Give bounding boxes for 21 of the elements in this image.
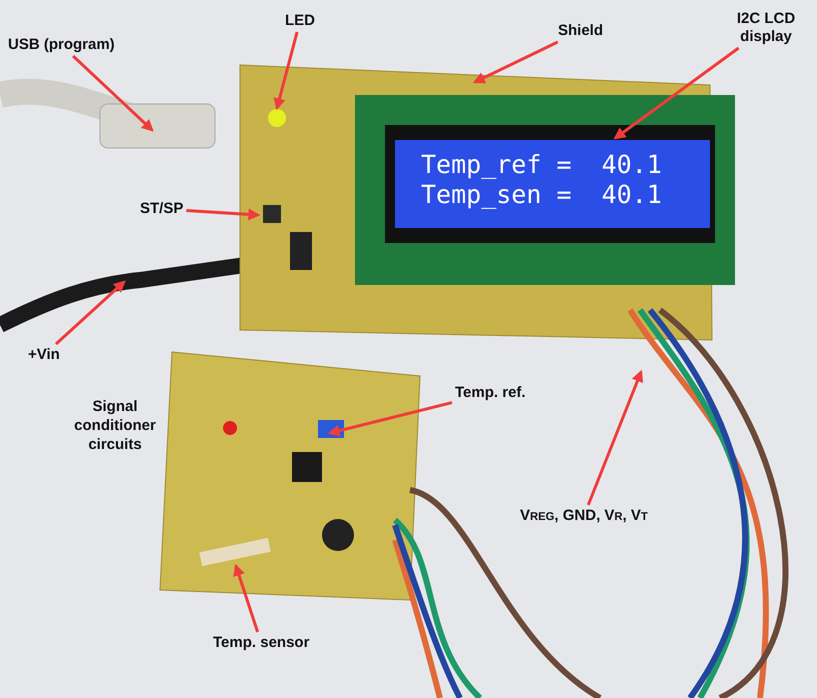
- leader-arrow: [233, 564, 260, 632]
- leader-arrow: [274, 32, 299, 110]
- leader-arrow: [472, 40, 558, 84]
- leader-arrow: [328, 401, 452, 436]
- callout-label: +Vin: [28, 346, 60, 364]
- callout-label: Temp. ref.: [455, 384, 526, 402]
- callout-label: Temp. sensor: [213, 634, 310, 652]
- leader-arrow: [586, 370, 644, 506]
- callout-label: I2C LCD display: [736, 10, 796, 46]
- leader-arrow: [614, 46, 740, 140]
- leader-arrow: [54, 280, 126, 346]
- lcd-screen: [395, 140, 710, 228]
- callout-label: USB (program): [8, 36, 115, 54]
- leader-arrow: [72, 54, 154, 132]
- callout-label: Shield: [558, 22, 604, 40]
- leader-arrow: [186, 208, 260, 220]
- lcd-text: Temp_sen = 40.1: [421, 180, 662, 209]
- callout-label: ST/SP: [140, 200, 184, 218]
- board-caption: Signal conditioner circuits: [73, 398, 157, 454]
- callout-label: LED: [285, 12, 315, 30]
- lcd-text: Temp_ref = 40.1: [421, 150, 662, 179]
